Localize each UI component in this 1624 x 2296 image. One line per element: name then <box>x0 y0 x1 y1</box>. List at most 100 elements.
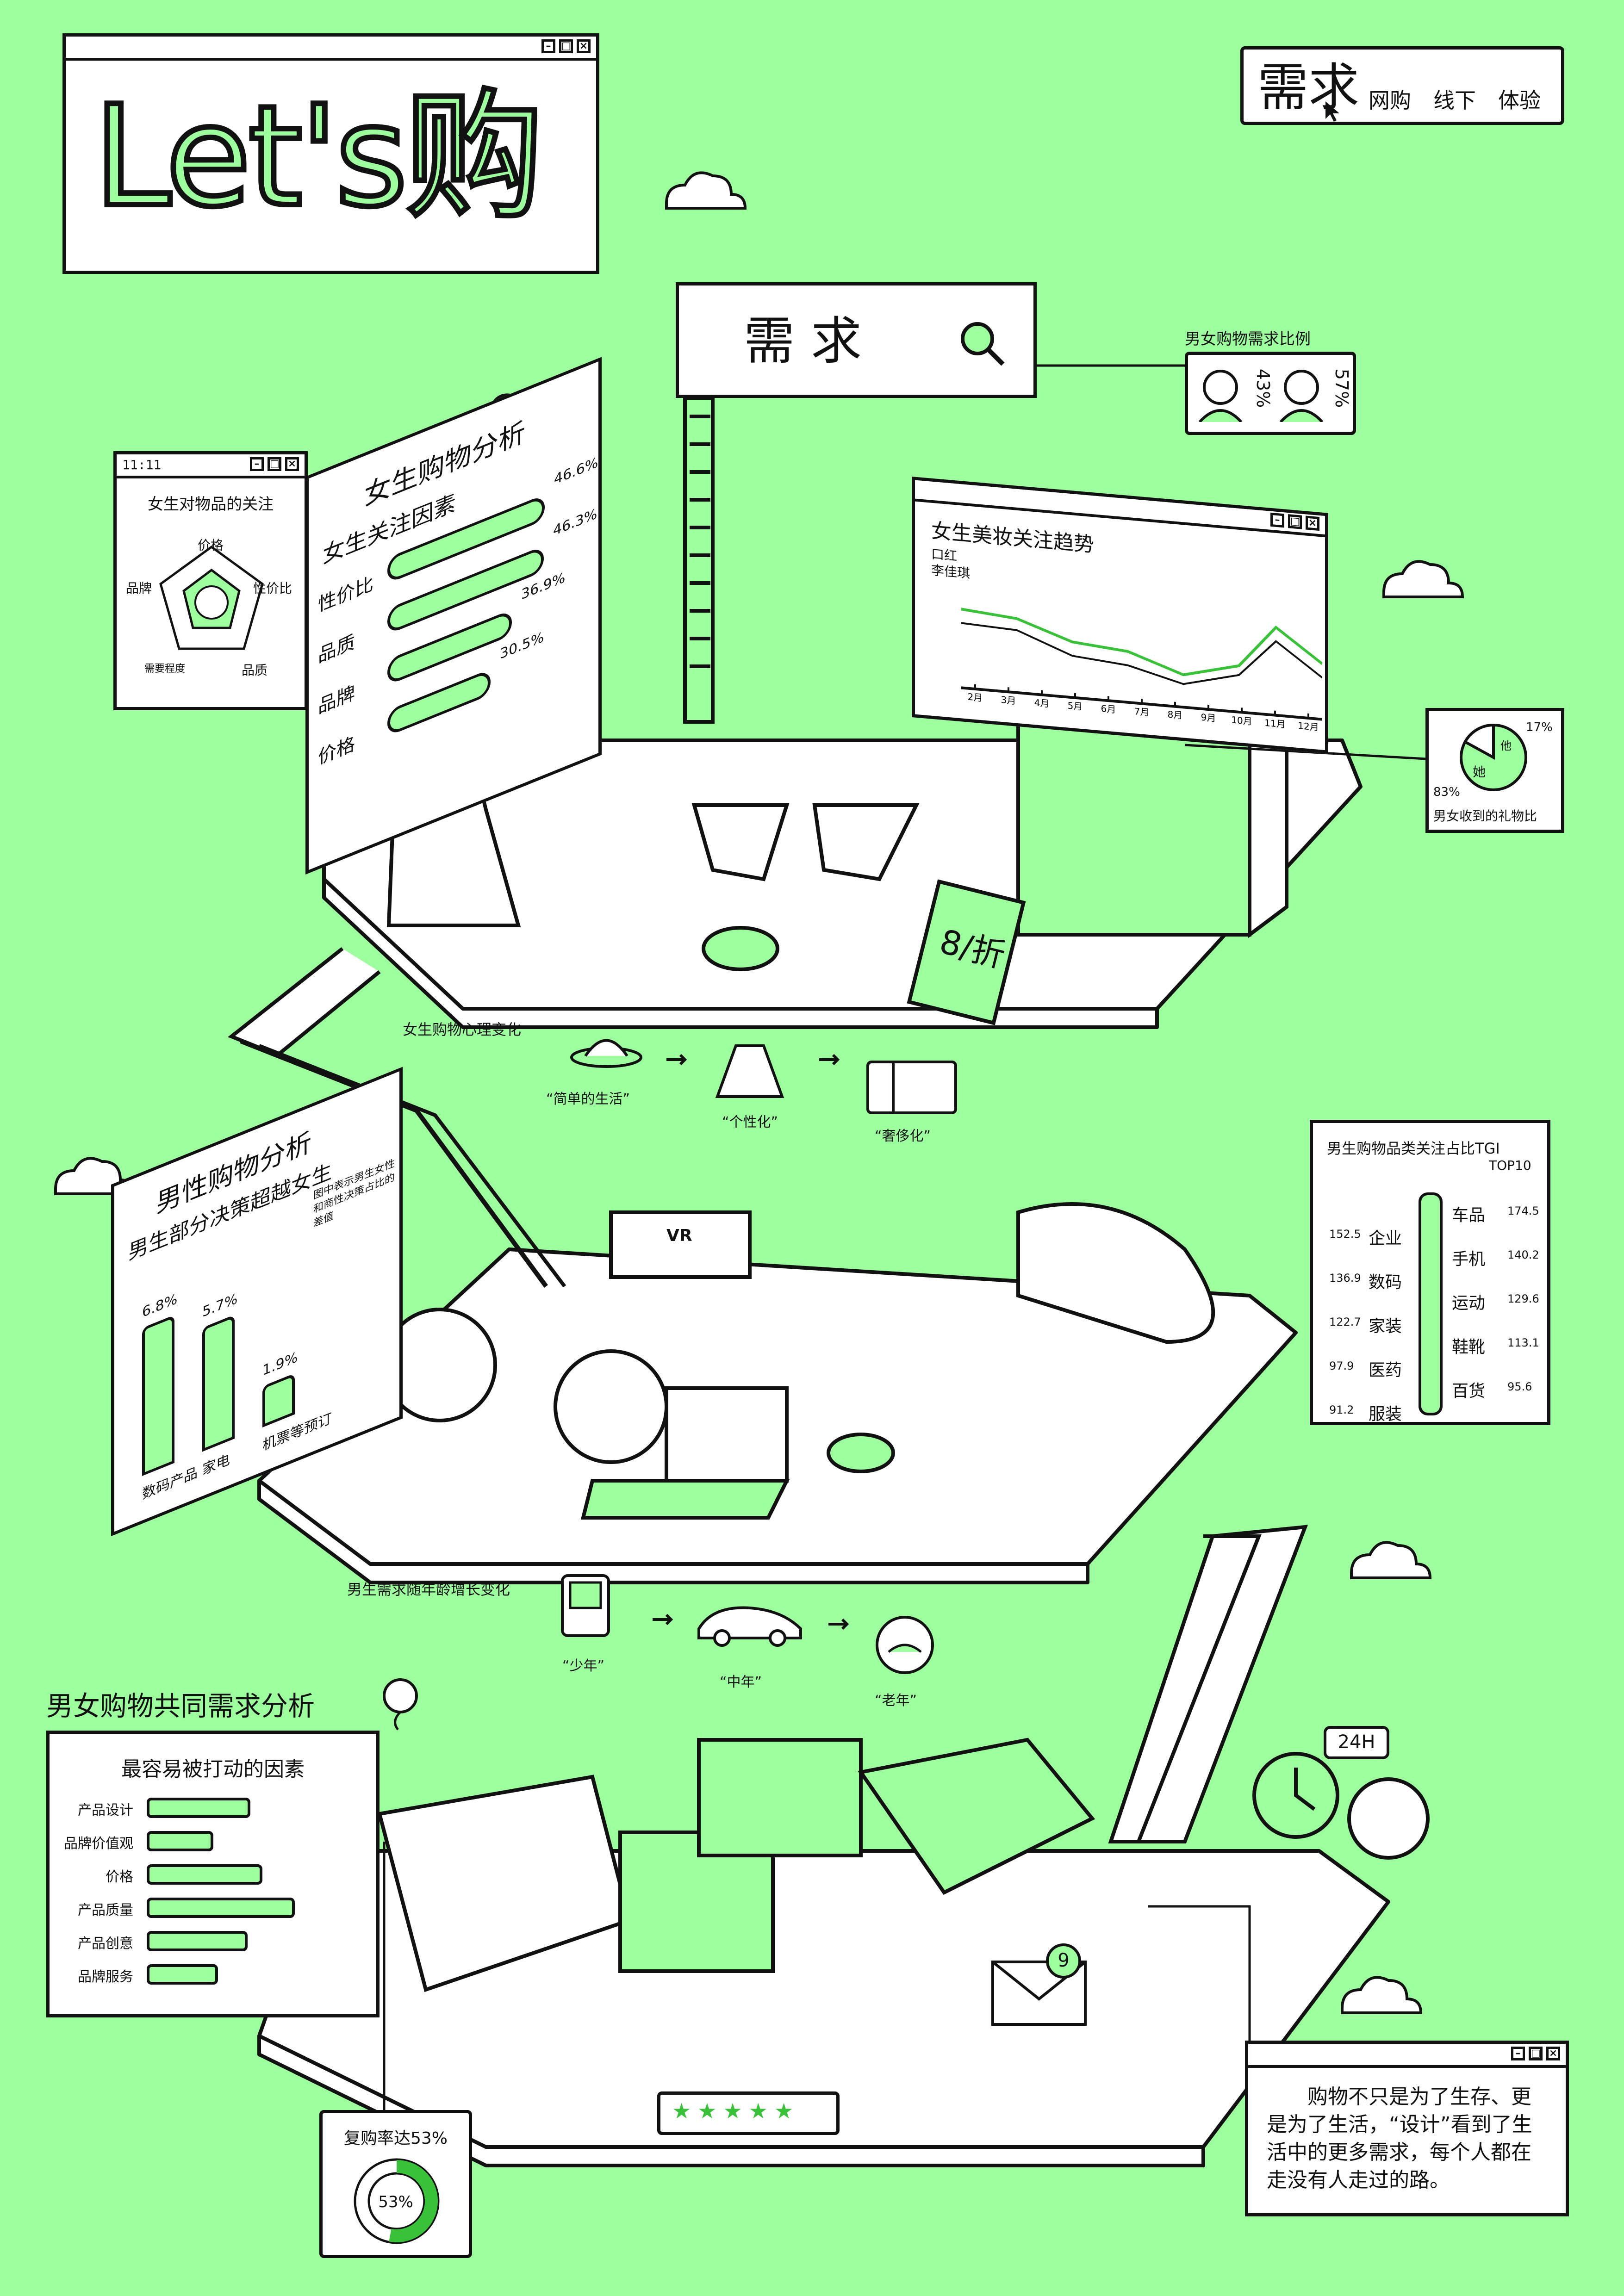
radar-window-bar: 11:11 – □ × <box>117 454 305 478</box>
tgi-left-label: 医药 <box>1369 1361 1402 1380</box>
focus-radar-window: 11:11 – □ × 女生对物品的关注 价格 性价比 品质 需要程度 品牌 <box>113 451 308 710</box>
male-age-title: 男生需求随年龄增长变化 <box>347 1581 510 1598</box>
gift-her-pct: 83% <box>1433 785 1460 799</box>
trend-month-label: 11月 <box>1264 717 1285 730</box>
cursor-icon <box>1325 101 1339 122</box>
tgi-left-value: 91.2 <box>1329 1403 1354 1416</box>
female-factor-label: 品牌 <box>318 682 355 719</box>
nav-primary[interactable]: 需求 <box>1257 58 1359 117</box>
repurchase-box: 复购率达53% 53% <box>319 2110 472 2258</box>
maximize-icon[interactable]: □ <box>268 457 281 471</box>
close-icon[interactable]: × <box>577 39 591 53</box>
tgi-left-label: 数码 <box>1369 1273 1402 1292</box>
male-bar <box>262 1373 295 1427</box>
female-avatar-icon <box>1279 370 1324 422</box>
gift-pie-chart <box>1460 723 1527 791</box>
clock-icon <box>1252 1752 1339 1839</box>
minimize-icon[interactable]: – <box>1511 2047 1525 2060</box>
tgi-left-value: 136.9 <box>1329 1272 1361 1285</box>
tgi-right-value: 113.1 <box>1507 1336 1539 1349</box>
gender-ratio-title: 男女购物需求比例 <box>1185 330 1311 348</box>
shared-factor-label: 品牌价值观 <box>64 1836 133 1852</box>
search-icon[interactable] <box>957 318 1008 369</box>
trend-line-lipstick <box>961 608 1322 676</box>
female-psy-stage-2: “个性化” <box>722 1114 778 1130</box>
shared-panel-title: 最容易被打动的因素 <box>121 1757 305 1781</box>
shared-factor-bar <box>147 1831 213 1851</box>
repurchase-title: 复购率达53% <box>343 2129 448 2148</box>
tgi-right-label: 百货 <box>1452 1382 1486 1401</box>
tgi-right-label: 鞋靴 <box>1452 1338 1486 1357</box>
minimize-icon[interactable]: – <box>250 457 264 471</box>
tgi-right-value: 174.5 <box>1507 1204 1539 1217</box>
nav-item-online[interactable]: 网购 <box>1369 88 1411 113</box>
female-factor-value: 46.3% <box>553 505 597 540</box>
tgi-right-label: 车品 <box>1452 1206 1486 1225</box>
male-bar-value: 1.9% <box>262 1349 298 1379</box>
tgi-right-value: 129.6 <box>1507 1292 1539 1305</box>
close-icon[interactable]: × <box>1306 515 1319 531</box>
male-age-stage-1: “少年” <box>562 1658 605 1674</box>
star-icon[interactable]: ★ <box>774 2098 794 2123</box>
star-icon[interactable]: ★ <box>672 2098 691 2123</box>
male-age-stage-2: “中年” <box>720 1674 762 1690</box>
closing-note-text: 购物不只是为了生存、更是为了生活，“设计”看到了生活中的更多需求，每个人都在走没… <box>1267 2085 1532 2192</box>
mail-badge: 9 <box>1046 1943 1081 1979</box>
tgi-left-label: 家装 <box>1369 1317 1402 1336</box>
star-icon[interactable]: ★ <box>723 2098 742 2123</box>
tgi-right-value: 140.2 <box>1507 1248 1539 1261</box>
tgi-right-label: 运动 <box>1452 1294 1486 1313</box>
trend-line-lijiaqi <box>961 622 1322 685</box>
star-icon[interactable]: ★ <box>697 2098 717 2123</box>
nav-item-experience[interactable]: 体验 <box>1498 88 1541 113</box>
tgi-axis-tube <box>1419 1192 1443 1415</box>
close-icon[interactable]: × <box>285 457 299 471</box>
page-title: Let's购 <box>91 75 547 238</box>
male-bar-label: 家电 <box>202 1451 230 1479</box>
shared-factor-bar <box>147 1898 295 1918</box>
shared-title: 男女购物共同需求分析 <box>46 1690 315 1722</box>
minimize-icon[interactable]: – <box>1270 512 1284 528</box>
trend-month-label: 10月 <box>1231 714 1252 727</box>
nav-item-offline[interactable]: 线下 <box>1433 88 1476 113</box>
maximize-icon[interactable]: □ <box>1529 2047 1543 2060</box>
shared-factor-label: 产品质量 <box>78 1902 133 1918</box>
tgi-left-value: 152.5 <box>1329 1228 1361 1241</box>
tgi-left-value: 122.7 <box>1329 1316 1361 1328</box>
rating-bar[interactable]: ★★★★★ <box>657 2091 840 2135</box>
radar-title: 女生对物品的关注 <box>148 495 274 514</box>
search-bar[interactable]: 需 求 <box>676 282 1037 398</box>
minimize-icon[interactable]: – <box>541 39 555 53</box>
trend-month-label: 2月 <box>968 691 983 704</box>
vr-label: VR <box>666 1226 692 1245</box>
tgi-title: 男生购物品类关注占比TGI <box>1327 1140 1500 1157</box>
radar-axis-price: 价格 <box>198 538 224 553</box>
shared-factors-panel: 最容易被打动的因素 产品设计品牌价值观价格产品质量产品创意品牌服务 <box>46 1731 380 2017</box>
status-time: 11:11 <box>122 457 162 472</box>
maximize-icon[interactable]: □ <box>1288 514 1302 529</box>
radar-chart <box>159 545 264 650</box>
radar-axis-need: 需要程度 <box>144 663 186 675</box>
male-bar-value: 6.8% <box>142 1291 178 1321</box>
trend-month-label: 6月 <box>1101 703 1116 715</box>
closing-note-window: – □ × 购物不只是为了生存、更是为了生活，“设计”看到了生活中的更多需求，每… <box>1245 2041 1569 2216</box>
tgi-right-label: 手机 <box>1452 1250 1486 1269</box>
title-window: – □ × Let's购 <box>62 33 599 274</box>
close-icon[interactable]: × <box>1546 2047 1560 2060</box>
gift-her-label: 她 <box>1473 764 1486 780</box>
gameboy-icon <box>561 1574 610 1637</box>
gender-ratio-box: 43% 57% <box>1185 352 1356 435</box>
trend-month-label: 9月 <box>1201 712 1216 724</box>
title-window-bar: – □ × <box>66 37 596 61</box>
male-avatar-icon <box>1198 370 1243 422</box>
shared-factor-bar <box>147 1864 262 1885</box>
star-icon[interactable]: ★ <box>748 2098 768 2123</box>
gift-him-label: 他 <box>1500 739 1512 752</box>
maximize-icon[interactable]: □ <box>559 39 573 53</box>
male-bar <box>202 1315 235 1452</box>
hat-icon <box>570 1039 642 1068</box>
nav-box: 需求 网购 线下 体验 <box>1240 46 1564 125</box>
